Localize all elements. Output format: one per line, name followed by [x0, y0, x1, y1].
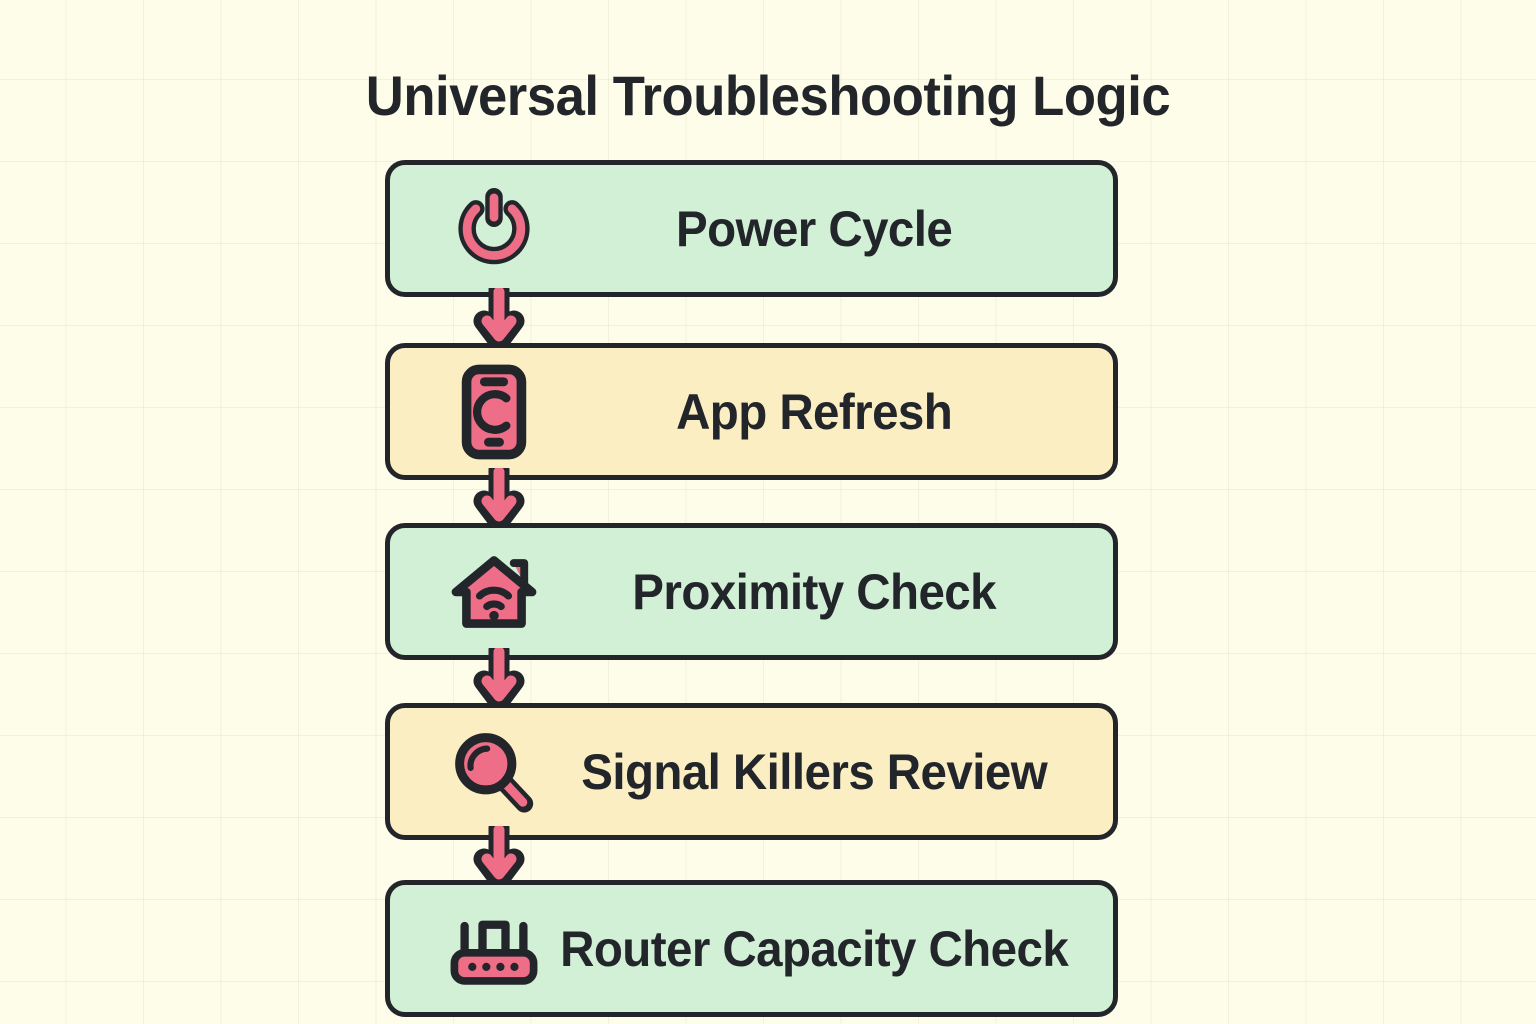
flow-node-label: Power Cycle: [676, 200, 953, 257]
flow-arrow-4: [468, 817, 530, 890]
flow-arrow-3: [468, 639, 530, 712]
flow-node-router-capacity-check[interactable]: Router Capacity Check: [385, 880, 1118, 1017]
flow-node-label: Proximity Check: [632, 563, 996, 620]
flow-node-label: Signal Killers Review: [581, 743, 1048, 800]
flow-node-power-cycle[interactable]: Power Cycle: [385, 160, 1118, 297]
router-icon: [448, 899, 540, 999]
magnifier-icon: [448, 722, 540, 822]
flow-node-signal-killers-review[interactable]: Signal Killers Review: [385, 703, 1118, 840]
flow-arrow-2: [468, 459, 530, 532]
power-icon: [448, 179, 540, 279]
flow-arrow-1: [468, 279, 530, 352]
flow-node-proximity-check[interactable]: Proximity Check: [385, 523, 1118, 660]
home-wifi-icon: [448, 542, 540, 642]
flow-node-app-refresh[interactable]: App Refresh: [385, 343, 1118, 480]
flow-node-label: App Refresh: [676, 383, 953, 440]
flow-node-label: Router Capacity Check: [560, 920, 1069, 977]
page-title: Universal Troubleshooting Logic: [365, 64, 1171, 127]
phone-refresh-icon: [448, 362, 540, 462]
